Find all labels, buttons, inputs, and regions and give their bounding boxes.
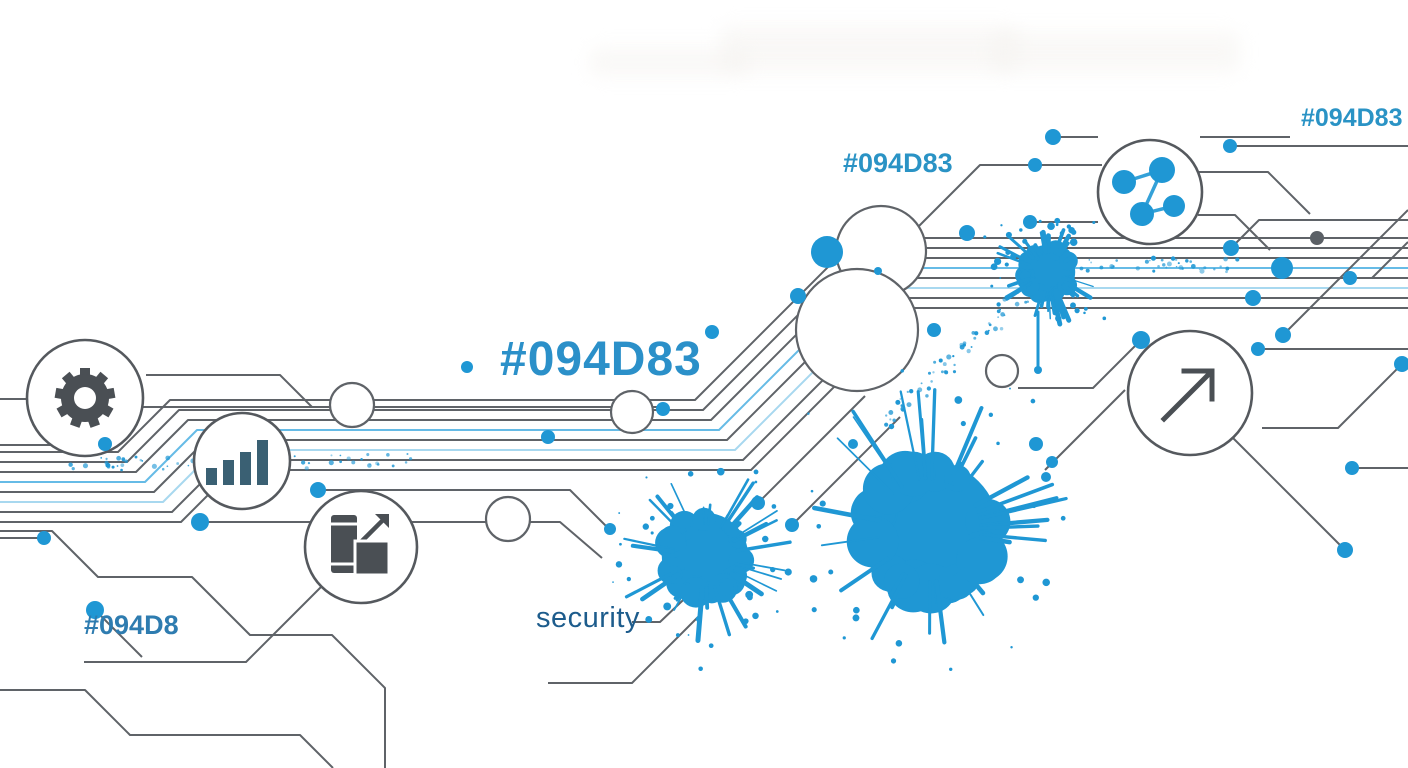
- node-dots: [37, 129, 1408, 619]
- faint-smudge: [590, 48, 750, 76]
- faint-smudge: [720, 26, 1020, 72]
- small-circle: [328, 381, 376, 429]
- color-code-label-main: #094D83: [500, 333, 702, 386]
- trace-branches: [0, 136, 1408, 768]
- color-code-label-top: #094D83: [843, 148, 953, 178]
- devices-badge: [303, 489, 419, 605]
- faint-smudge: [990, 32, 1240, 72]
- figure-eight-circles: [794, 204, 928, 393]
- color-code-label-right: #094D83: [1301, 104, 1403, 132]
- color-code-label-bottom-left: #094D8: [84, 610, 179, 640]
- network-icon: [1112, 157, 1185, 226]
- small-circle: [984, 353, 1020, 389]
- bar-chart-icon: [206, 440, 268, 485]
- gear-badge: [25, 338, 145, 458]
- ink-splatter-small: [612, 467, 822, 672]
- trend-arrow-badge: [1126, 329, 1254, 457]
- devices-icon: [331, 514, 391, 577]
- network-badge: [1096, 138, 1204, 246]
- gear-icon: [54, 368, 116, 428]
- trend-arrow-icon: [1160, 368, 1215, 423]
- ink-splatter-large: [753, 358, 1068, 671]
- security-label: security: [536, 602, 640, 634]
- small-circle: [609, 389, 655, 435]
- bar-chart-badge: [192, 411, 292, 511]
- small-circle: [484, 495, 532, 543]
- ink-splatter-medium: [983, 217, 1107, 327]
